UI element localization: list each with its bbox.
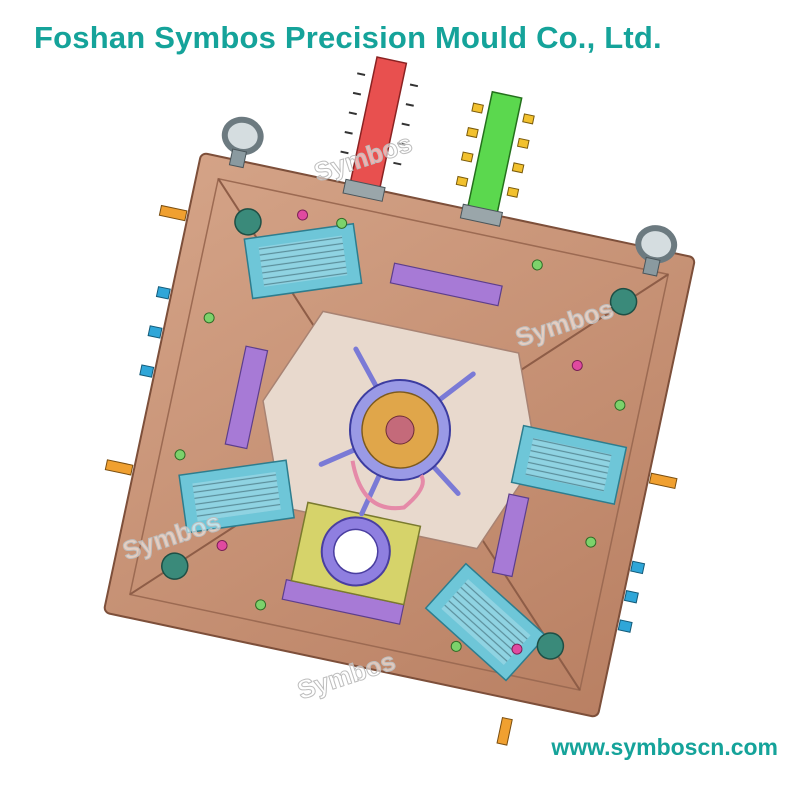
guide-pillar xyxy=(161,552,189,580)
slide-block-top-left xyxy=(243,222,363,300)
guide-pillar xyxy=(536,632,565,660)
lifting-eye-left xyxy=(221,116,264,169)
overflow-region xyxy=(350,460,425,511)
purple-insert-right xyxy=(491,493,530,578)
lifting-eye-right xyxy=(635,225,678,277)
company-title: Foshan Symbos Precision Mould Co., Ltd. xyxy=(34,20,662,55)
ring-hole xyxy=(333,528,379,575)
purple-insert-left xyxy=(224,345,269,450)
water-fittings xyxy=(104,204,678,746)
slide-block-right xyxy=(510,424,628,506)
blue-fittings xyxy=(139,286,646,633)
bolt-markers xyxy=(174,217,626,652)
bolt-markers-pink xyxy=(216,209,583,655)
slide-block-bottom-left xyxy=(178,459,295,534)
red-hydraulic-cylinder xyxy=(340,56,419,202)
cavity-center xyxy=(385,415,415,445)
guide-pillar xyxy=(609,287,638,316)
purple-insert-top xyxy=(389,262,503,307)
guide-pillar xyxy=(234,208,262,236)
mould-plate-inner xyxy=(129,177,670,691)
green-hydraulic-cylinder xyxy=(455,90,535,227)
website-url: www.symboscn.com xyxy=(551,734,778,760)
